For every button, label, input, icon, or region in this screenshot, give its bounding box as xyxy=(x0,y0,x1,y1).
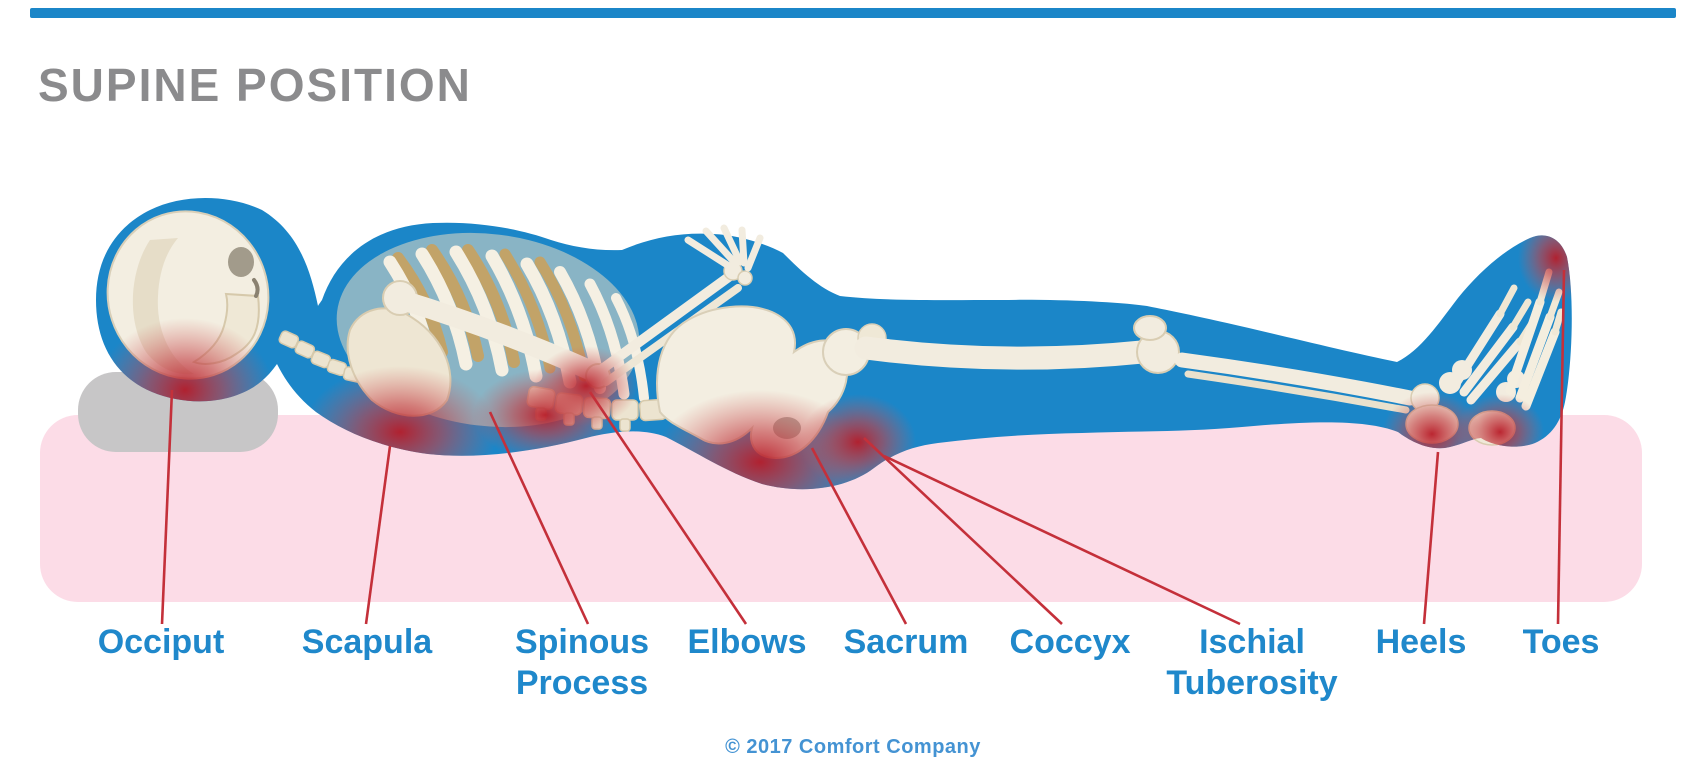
leader-line-spinous-process xyxy=(488,411,590,625)
leader-line-sacrum xyxy=(810,447,908,625)
pressure-label-scapula: Scapula xyxy=(301,623,433,661)
pressure-label-heels: Heels xyxy=(1375,623,1467,661)
leader-line-toes xyxy=(1556,269,1566,625)
pressure-label-spinous-process: Spinous Process xyxy=(514,623,650,702)
leader-line-elbows xyxy=(588,391,748,625)
copyright-notice: © 2017 Comfort Company xyxy=(725,736,981,758)
leader-line-heels xyxy=(1422,451,1440,625)
glow-elbow xyxy=(534,346,638,426)
pressure-label-toes: Toes xyxy=(1522,623,1600,661)
leader-line-ischial-tuberosity xyxy=(883,454,1241,626)
mattress xyxy=(40,415,1642,602)
pressure-label-occiput: Occiput xyxy=(97,623,225,661)
pressure-label-elbows: Elbows xyxy=(687,623,807,661)
pressure-label-sacrum: Sacrum xyxy=(843,623,969,661)
top-accent-bar xyxy=(30,8,1676,18)
leader-lines xyxy=(160,269,1566,626)
page-title: SUPINE POSITION xyxy=(38,59,472,111)
leader-line-coccyx xyxy=(863,437,1063,625)
leg-bones xyxy=(854,315,1418,414)
pressure-label-coccyx: Coccyx xyxy=(1009,623,1131,661)
leader-line-scapula xyxy=(364,445,392,625)
glow-toes xyxy=(1518,214,1572,302)
leader-line-occiput xyxy=(160,389,174,625)
pressure-label-ischial-tuberosity: Ischial Tuberosity xyxy=(1166,623,1338,702)
